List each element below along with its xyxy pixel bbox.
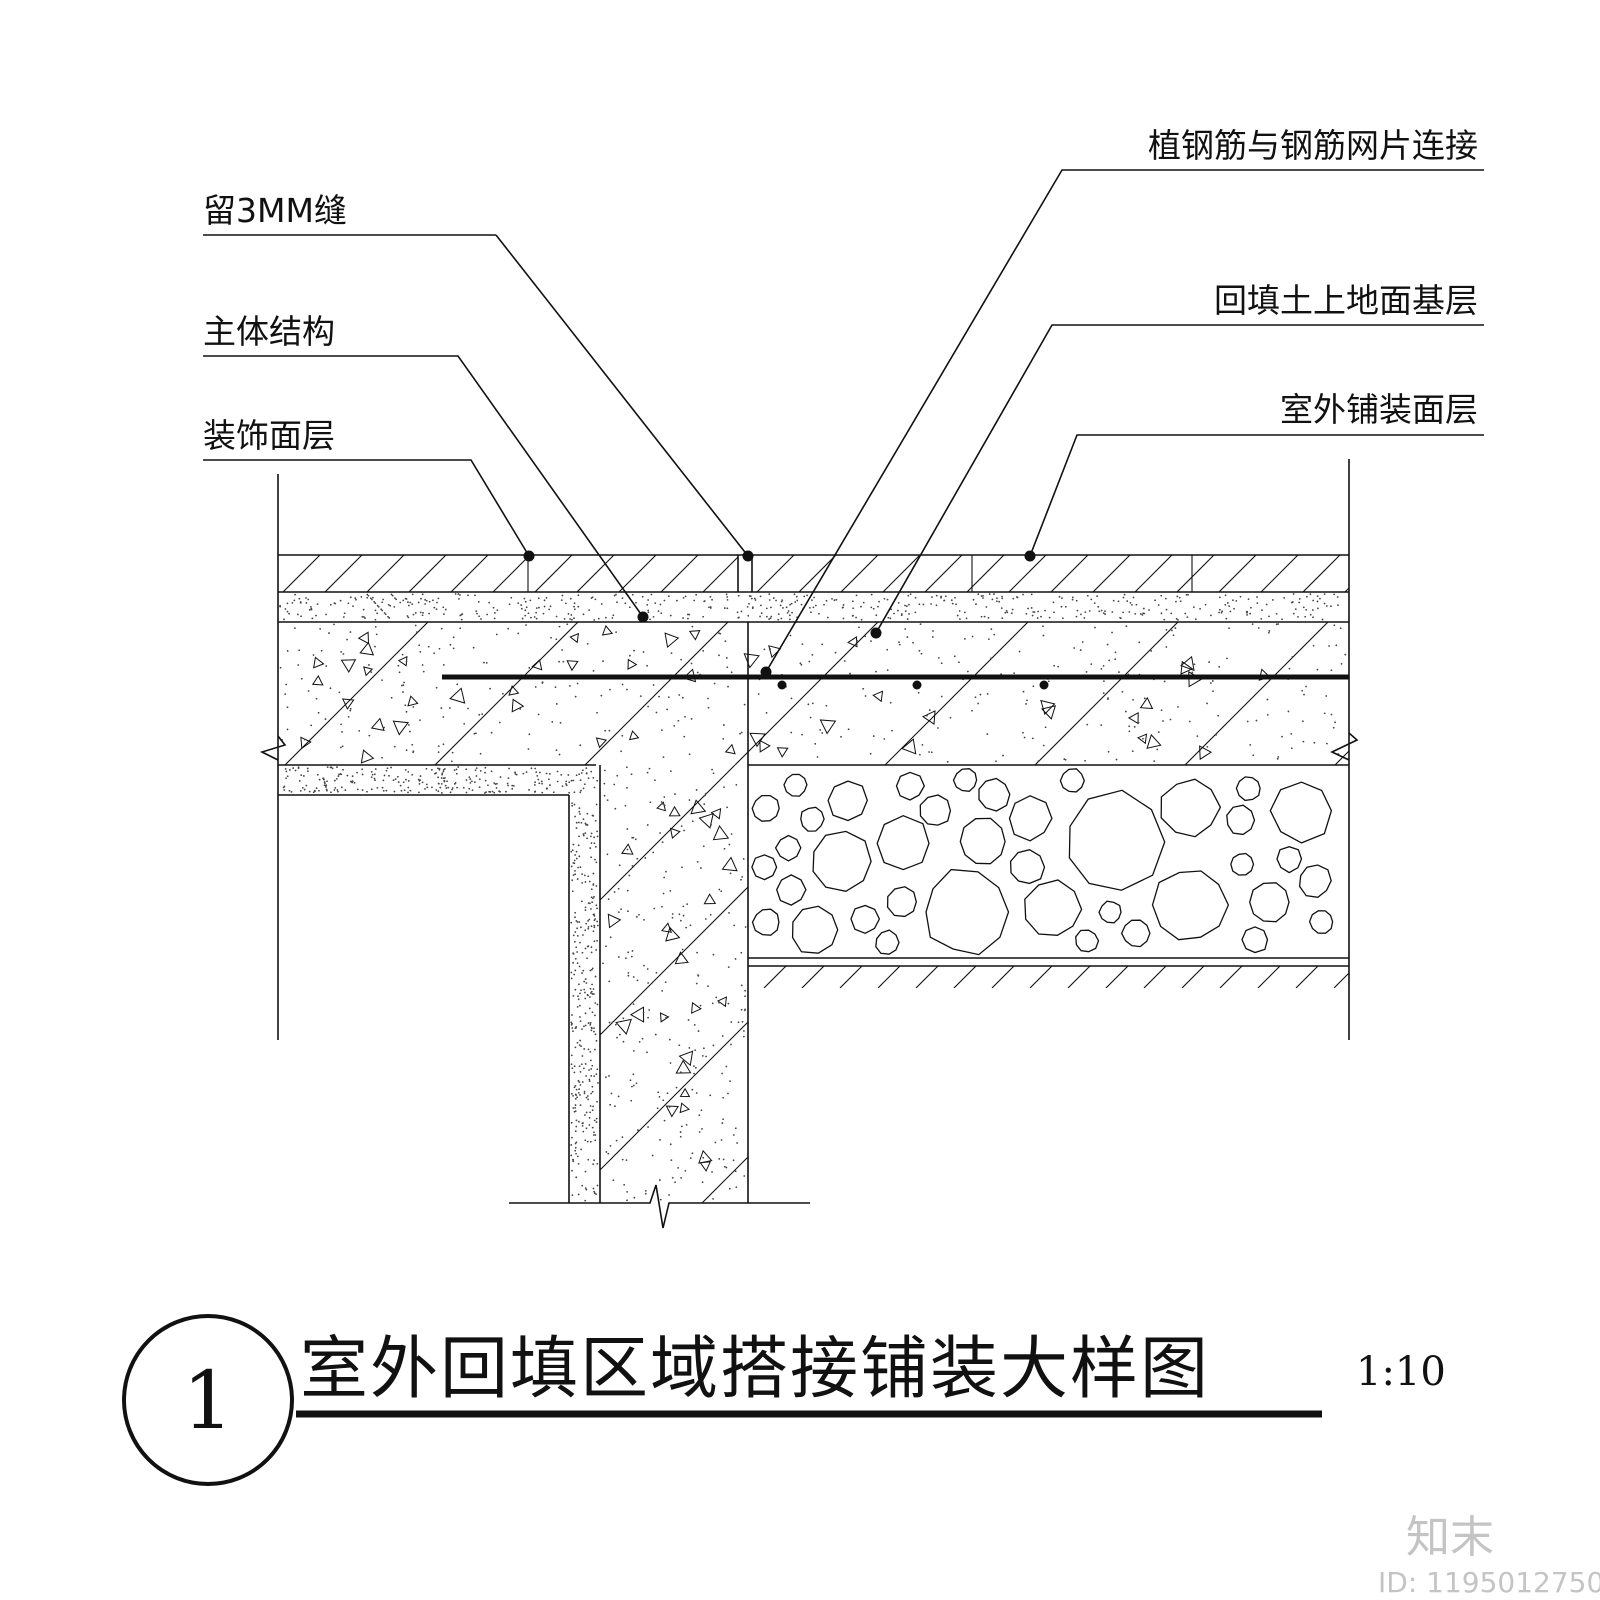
concrete-slab: [278, 622, 1349, 766]
compacted-soil: [748, 966, 1349, 988]
plaster-layer: [278, 765, 601, 1203]
surface-tile-layer: [278, 554, 1349, 593]
watermark-brand: 知末: [1406, 1512, 1494, 1563]
label-main-structure: 主体结构: [203, 312, 335, 351]
label-outdoor-paving: 室外铺装面层: [1280, 390, 1478, 429]
label-rebar-connection: 植钢筋与钢筋网片连接: [1148, 126, 1478, 165]
title-block: 1 室外回填区域搭接铺装大样图 1:10: [122, 1314, 1446, 1486]
bedding-layer: [278, 593, 1349, 623]
detail-number: 1: [183, 1354, 234, 1447]
drawing-scale: 1:10: [1356, 1349, 1446, 1395]
bottom-break-line: [509, 1184, 810, 1229]
label-backfill-base: 回填土上地面基层: [1214, 281, 1478, 320]
break-line-left: [259, 735, 287, 761]
gravel-fill: [748, 768, 1349, 967]
label-decor-layer: 装饰面层: [203, 416, 335, 455]
leader-lines: [203, 169, 1484, 690]
detail-number-circle: [122, 1314, 294, 1486]
watermark-id: ID: 1195012750: [1378, 1566, 1600, 1599]
drawing-title: 室外回填区域搭接铺装大样图: [300, 1330, 1210, 1409]
break-line-right: [1330, 732, 1359, 761]
structure-column: [600, 765, 749, 1203]
label-3mm-gap: 留3MM缝: [203, 191, 347, 230]
